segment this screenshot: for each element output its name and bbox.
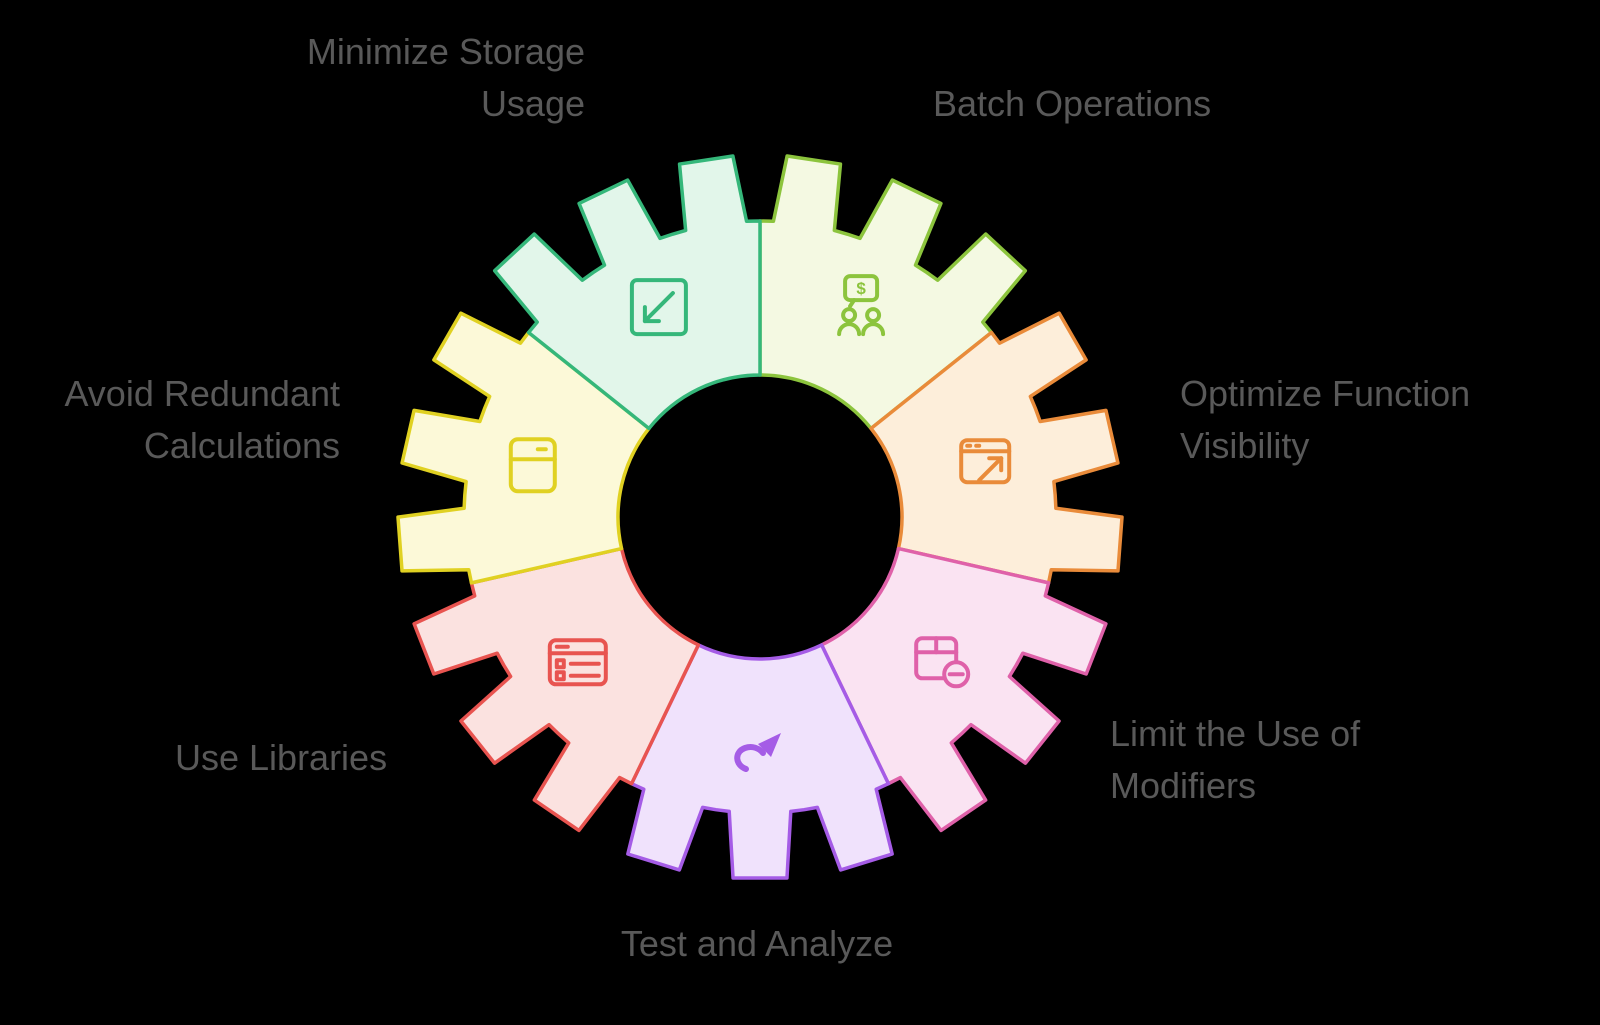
window-link-icon <box>959 438 1012 485</box>
label-use-libraries: Use Libraries <box>175 737 388 778</box>
label-limit-the-use-of-modifiers: Limit the Use of Modifiers <box>1110 713 1361 806</box>
tilt-arrow-icon <box>734 733 781 772</box>
label-test-and-analyze: Test and Analyze <box>620 923 894 964</box>
archive-box-icon <box>508 437 557 494</box>
gear-segment-minimize-storage-usage <box>492 154 762 431</box>
money-chat-icon: $ <box>837 274 886 337</box>
list-window-icon <box>547 638 608 687</box>
label-avoid-redundant-calculations: Avoid Redundant Calculations <box>64 373 340 466</box>
shrink-arrow-icon <box>629 278 688 337</box>
label-minimize-storage-usage: Minimize Storage Usage <box>306 31 585 124</box>
label-batch-operations: Batch Operations <box>933 83 1212 124</box>
svg-text:$: $ <box>856 279 866 298</box>
label-optimize-function-visibility: Optimize Function Visibility <box>1180 373 1471 466</box>
package-minus-icon <box>914 636 971 689</box>
